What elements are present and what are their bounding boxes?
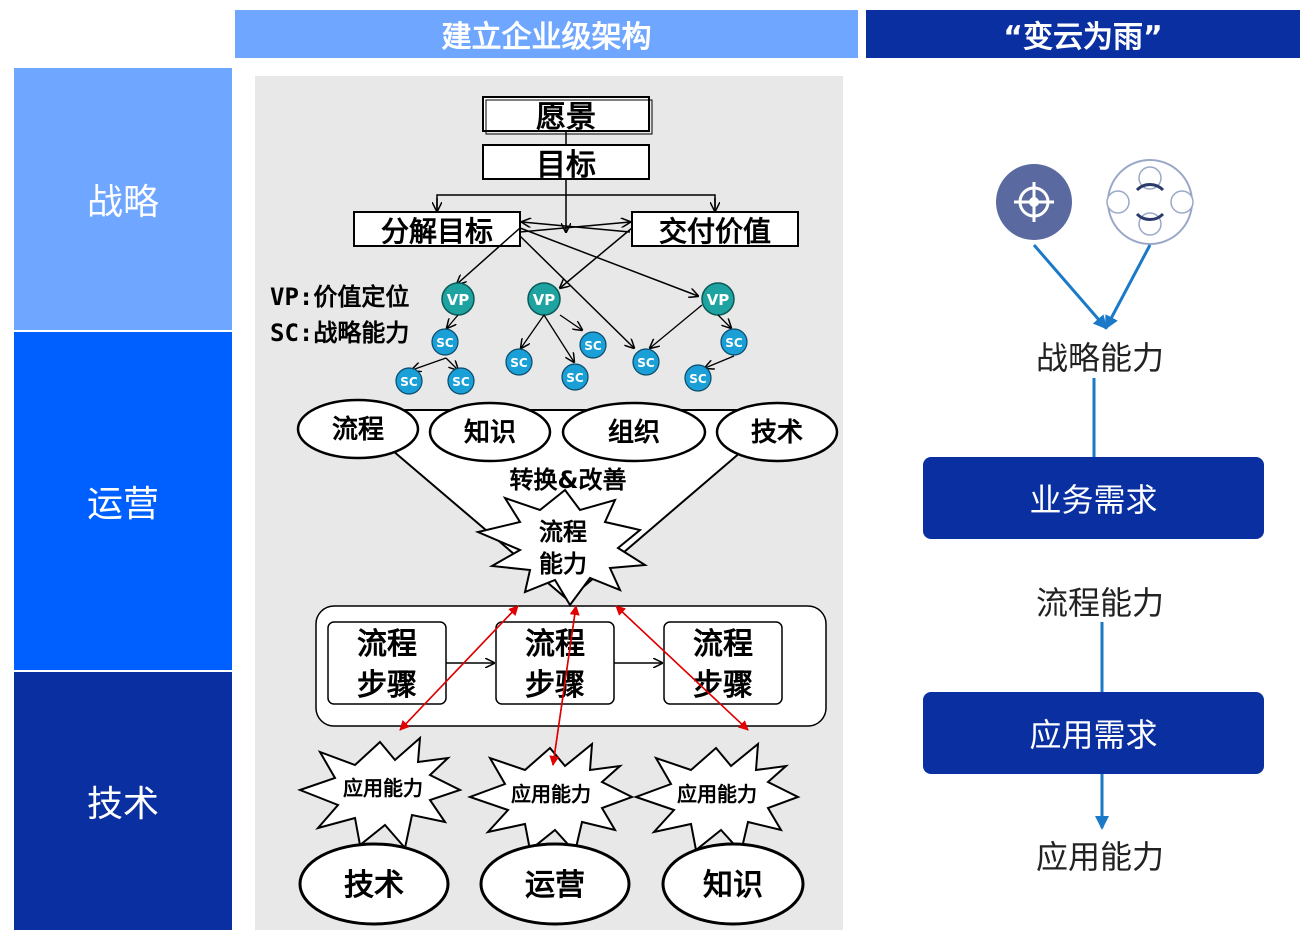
deliver-value-text: 交付价值 xyxy=(659,215,771,248)
svg-text:技术: 技术 xyxy=(751,418,803,448)
svg-text:知识: 知识 xyxy=(703,868,763,903)
transform-label: 转换&改善 xyxy=(510,466,627,494)
svg-text:SC: SC xyxy=(510,356,528,370)
svg-text:步骤: 步骤 xyxy=(525,668,585,703)
vision-text: 愿景 xyxy=(536,100,596,135)
vp-node-3: VP xyxy=(701,282,735,316)
svg-text:流程: 流程 xyxy=(539,518,587,546)
app-capability-burst-1: 应用能力 xyxy=(297,735,463,851)
svg-text:SC: SC xyxy=(566,371,584,385)
svg-text:知识: 知识 xyxy=(464,418,516,448)
business-requirement-box: 业务需求 xyxy=(923,457,1264,539)
vp-node-1: VP xyxy=(441,282,475,316)
svg-text:SC: SC xyxy=(584,339,602,353)
svg-text:SC: SC xyxy=(400,375,418,389)
svg-text:SC: SC xyxy=(689,372,707,386)
cycle-icon xyxy=(1106,159,1194,245)
svg-text:运营: 运营 xyxy=(525,868,585,903)
svg-text:流程: 流程 xyxy=(525,627,585,662)
process-step-1: 流程 步骤 xyxy=(327,621,447,705)
vp-node-2: VP xyxy=(527,282,561,316)
target-icon xyxy=(996,164,1072,240)
svg-text:VP: VP xyxy=(707,291,730,309)
element-knowledge xyxy=(428,401,552,463)
svg-text:VP: VP xyxy=(447,291,470,309)
legend-sc: SC:战略能力 xyxy=(270,319,409,347)
process-step-2: 流程 步骤 xyxy=(495,621,615,705)
svg-text:流程: 流程 xyxy=(357,627,417,662)
svg-text:SC: SC xyxy=(436,336,454,350)
process-step-3: 流程 步骤 xyxy=(663,621,783,705)
goal-text: 目标 xyxy=(536,148,596,183)
application-capability-label: 应用能力 xyxy=(1035,838,1164,876)
header-right: “变云为雨” xyxy=(866,10,1300,58)
strategy-capability-label: 战略能力 xyxy=(1035,339,1164,377)
svg-text:技术: 技术 xyxy=(344,868,404,903)
svg-text:SC: SC xyxy=(637,356,655,370)
process-capability-label: 流程能力 xyxy=(1035,584,1164,622)
bottom-technology xyxy=(298,842,450,926)
svg-text:流程: 流程 xyxy=(332,415,384,445)
svg-text:步骤: 步骤 xyxy=(693,668,753,703)
legend-vp: VP:价值定位 xyxy=(270,283,409,311)
bottom-operation xyxy=(479,842,631,926)
svg-text:组织: 组织 xyxy=(608,417,660,448)
svg-text:流程: 流程 xyxy=(693,627,753,662)
layer-technology: 技术 xyxy=(14,672,232,930)
svg-text:步骤: 步骤 xyxy=(357,668,417,703)
svg-text:VP: VP xyxy=(533,291,556,309)
sc-node: SC SC SC SC SC SC SC SC SC xyxy=(395,328,748,395)
svg-text:SC: SC xyxy=(725,336,743,350)
svg-text:应用能力: 应用能力 xyxy=(343,776,423,800)
header-left: 建立企业级架构 xyxy=(235,10,858,58)
decompose-goal-text: 分解目标 xyxy=(381,215,493,248)
svg-text:应用能力: 应用能力 xyxy=(677,782,757,806)
application-requirement-box: 应用需求 xyxy=(923,692,1264,774)
element-organization xyxy=(561,401,707,463)
element-technology xyxy=(715,401,839,463)
process-capability-burst xyxy=(474,488,649,607)
bottom-knowledge xyxy=(661,842,805,926)
layer-operation: 运营 xyxy=(14,332,232,670)
element-process xyxy=(296,398,420,460)
svg-text:SC: SC xyxy=(452,375,470,389)
deliver-value-box xyxy=(631,211,799,247)
svg-text:应用能力: 应用能力 xyxy=(511,782,591,806)
svg-text:能力: 能力 xyxy=(539,550,587,578)
layer-strategy: 战略 xyxy=(14,68,232,330)
decompose-goal-box xyxy=(353,211,521,247)
